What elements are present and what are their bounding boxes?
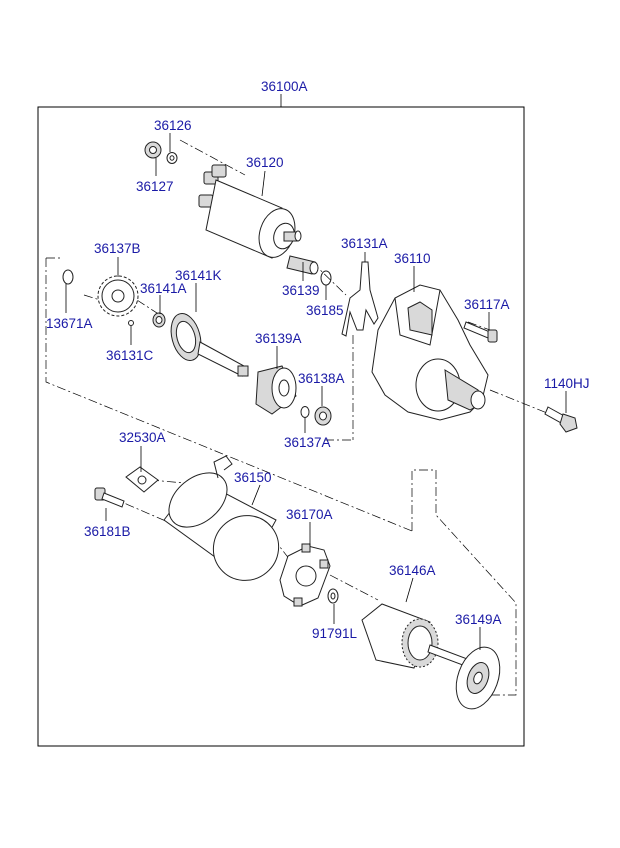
label-36110: 36110 bbox=[394, 251, 431, 266]
label-36146A: 36146A bbox=[389, 563, 436, 578]
ball-36131C bbox=[128, 320, 134, 326]
ring-36137A bbox=[300, 406, 310, 418]
label-36126: 36126 bbox=[154, 118, 192, 133]
label-36181B: 36181B bbox=[84, 524, 131, 539]
washer-91791L bbox=[327, 588, 339, 604]
label-36139: 36139 bbox=[282, 283, 320, 298]
label-36100A: 36100A bbox=[261, 79, 308, 94]
label-36120: 36120 bbox=[246, 155, 284, 170]
label-36131A: 36131A bbox=[341, 236, 388, 251]
label-36150: 36150 bbox=[234, 470, 272, 485]
plunger-36139 bbox=[286, 255, 319, 275]
yoke-36150 bbox=[163, 455, 280, 581]
leader-lines bbox=[65, 133, 567, 650]
label-36127: 36127 bbox=[136, 179, 174, 194]
label-36137B: 36137B bbox=[94, 241, 141, 256]
washer-36141A bbox=[152, 312, 166, 328]
label-36117A: 36117A bbox=[464, 297, 510, 312]
housing-36110 bbox=[371, 284, 489, 421]
label-36131C: 36131C bbox=[106, 348, 154, 363]
plate-32530A bbox=[125, 466, 159, 493]
washer-36127 bbox=[166, 152, 178, 164]
label-36141A: 36141A bbox=[140, 281, 187, 296]
bolt-1140HJ bbox=[544, 406, 578, 433]
solenoid-36120 bbox=[198, 164, 302, 259]
label-36139A: 36139A bbox=[255, 331, 302, 346]
part-labels: 36100A 36126 36127 36120 36137B 36141K 3… bbox=[46, 79, 590, 641]
brush-holder-36170A bbox=[279, 543, 331, 607]
cover-36149A bbox=[455, 646, 501, 710]
nut-36126 bbox=[144, 141, 162, 159]
label-91791L: 91791L bbox=[312, 626, 358, 641]
label-36170A: 36170A bbox=[286, 507, 333, 522]
label-36141K: 36141K bbox=[175, 268, 222, 283]
bolt-36117A bbox=[463, 321, 498, 343]
assembly-frame bbox=[37, 106, 525, 747]
clutch-36139A bbox=[255, 365, 297, 415]
label-36137A: 36137A bbox=[284, 435, 331, 450]
label-36185: 36185 bbox=[306, 303, 344, 318]
label-1140HJ: 1140HJ bbox=[544, 376, 590, 391]
gear-36137B bbox=[97, 275, 139, 317]
ring-36185 bbox=[320, 270, 332, 286]
armature-36146A bbox=[361, 603, 471, 669]
lever-36131A bbox=[341, 261, 379, 337]
stopper-36138A bbox=[314, 406, 332, 426]
label-36138A: 36138A bbox=[298, 371, 345, 386]
label-13671A: 13671A bbox=[46, 316, 93, 331]
bolt-36181B bbox=[94, 487, 125, 508]
snap-ring-13671A bbox=[62, 269, 74, 285]
shaft-36141K bbox=[170, 313, 249, 377]
label-32530A: 32530A bbox=[119, 430, 166, 445]
label-36149A: 36149A bbox=[455, 612, 502, 627]
